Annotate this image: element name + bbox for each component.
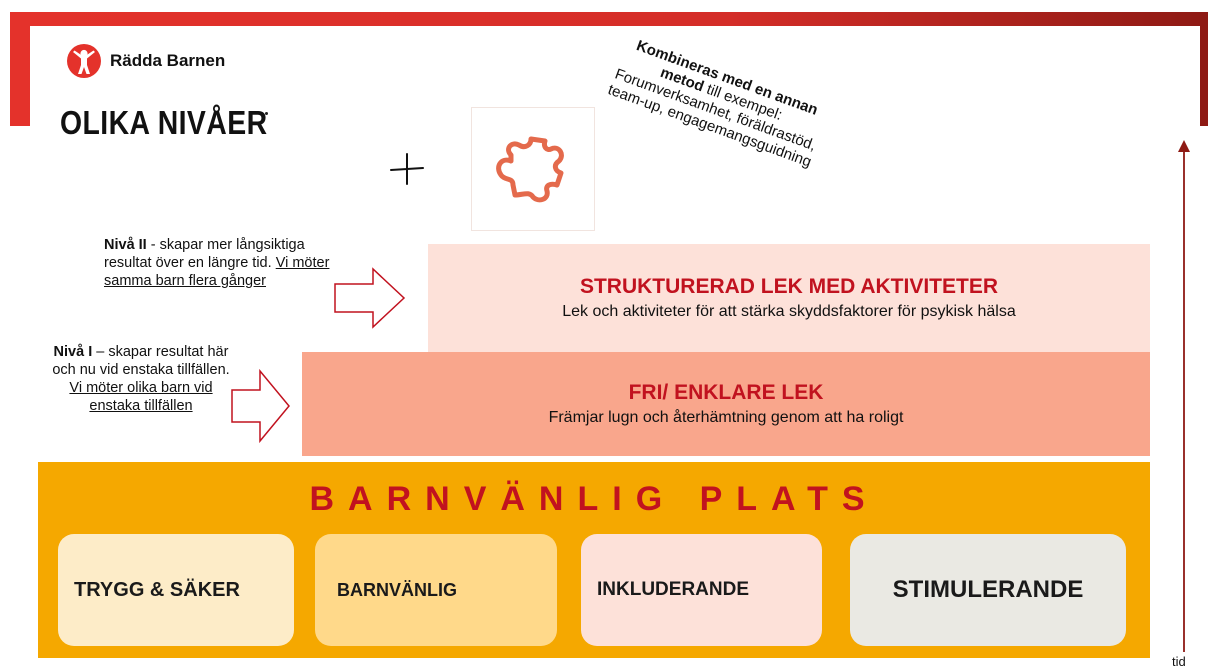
right-frame-bar bbox=[1200, 12, 1208, 126]
card-stimulating: STIMULERANDE bbox=[850, 534, 1126, 646]
plus-icon bbox=[390, 153, 424, 185]
card-inclusive: INKLUDERANDE bbox=[581, 534, 822, 646]
structured-play-box: STRUKTURERAD LEK MED AKTIVITETER Lek och… bbox=[428, 244, 1150, 352]
combination-note: Kombineras med en annan metod till exemp… bbox=[603, 32, 833, 171]
level-1-label: Nivå I bbox=[53, 344, 93, 360]
structured-play-title: STRUKTURERAD LEK MED AKTIVITETER bbox=[579, 275, 999, 298]
level-2-description: Nivå II - skapar mer långsiktiga resulta… bbox=[104, 236, 334, 290]
level-1-text: – skapar resultat här och nu vid enstaka… bbox=[52, 344, 230, 378]
card-child-friendly: BARNVÄNLIG bbox=[315, 534, 557, 646]
level-2-label: Nivå II bbox=[104, 237, 147, 253]
free-play-title: FRI/ ENKLARE LEK bbox=[628, 381, 824, 404]
level-2-text: - skapar mer långsiktiga resultat över e… bbox=[104, 237, 305, 271]
structured-play-description: Lek och aktiviteter för att stärka skydd… bbox=[562, 303, 1016, 320]
puzzle-piece-icon bbox=[496, 136, 564, 203]
child-friendly-place-band: BARNVÄNLIG PLATS TRYGG & SÄKER BARNVÄNLI… bbox=[38, 462, 1150, 658]
card-safe: TRYGG & SÄKER bbox=[58, 534, 294, 646]
decorative-dot bbox=[265, 112, 268, 115]
left-frame-bar bbox=[10, 12, 30, 126]
free-play-description: Främjar lugn och återhämtning genom att … bbox=[548, 409, 904, 426]
page-title: OLIKA NIVÅER bbox=[60, 104, 268, 141]
level-1-underlined: Vi möter olika barn vid enstaka tillfäll… bbox=[69, 380, 213, 414]
logo-text: Rädda Barnen bbox=[110, 51, 226, 70]
time-axis-label: tid bbox=[1172, 654, 1186, 666]
note-text: till exempel: Forumverksamhet, föräldras… bbox=[605, 65, 819, 171]
child-figure-icon bbox=[67, 44, 101, 78]
puzzle-card bbox=[472, 108, 594, 230]
top-frame-bar bbox=[10, 12, 1208, 26]
time-axis-arrow bbox=[1178, 140, 1190, 652]
level-1-description: Nivå I – skapar resultat här och nu vid … bbox=[52, 343, 230, 415]
level-2-underlined: Vi möter samma barn flera gånger bbox=[104, 255, 330, 289]
outline-arrow-right-icon bbox=[334, 267, 406, 329]
logo: Rädda Barnen bbox=[66, 42, 225, 80]
outline-arrow-right-icon bbox=[231, 368, 290, 444]
band-title: BARNVÄNLIG PLATS bbox=[309, 480, 879, 518]
free-play-box: FRI/ ENKLARE LEK Främjar lugn och återhä… bbox=[302, 352, 1150, 456]
